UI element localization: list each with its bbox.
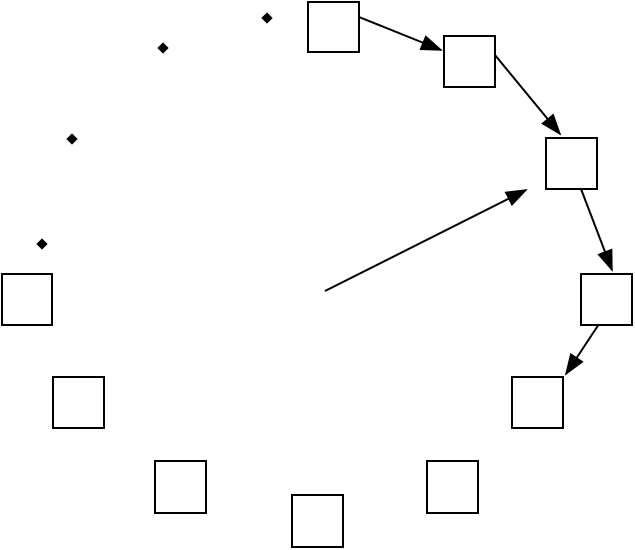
arrow-upper-right-2-to-right — [580, 188, 613, 272]
box-lower-left-1 — [52, 376, 105, 429]
arrow-top-to-upper-right-1 — [358, 16, 443, 51]
ellipsis-dot — [36, 238, 48, 250]
box-bottom — [291, 494, 344, 548]
box-right — [580, 273, 633, 326]
ellipsis-dots — [36, 12, 273, 250]
ellipsis-dot — [261, 12, 273, 24]
box-left — [1, 273, 53, 326]
center-pointer-arrow — [324, 189, 528, 292]
box-lower-left-2 — [154, 460, 207, 514]
box-upper-right-2 — [545, 137, 598, 190]
arrow-right-to-lower-right-1 — [564, 323, 600, 376]
box-lower-right-2 — [426, 460, 479, 514]
box-lower-right-1 — [511, 376, 564, 429]
arrow-upper-right-1-to-upper-right-2 — [494, 54, 562, 136]
ellipsis-dot — [157, 42, 169, 54]
box-upper-right-1 — [443, 35, 496, 88]
ellipsis-dot — [66, 133, 78, 145]
box-top — [307, 1, 360, 53]
sequence-arrows — [358, 16, 613, 376]
